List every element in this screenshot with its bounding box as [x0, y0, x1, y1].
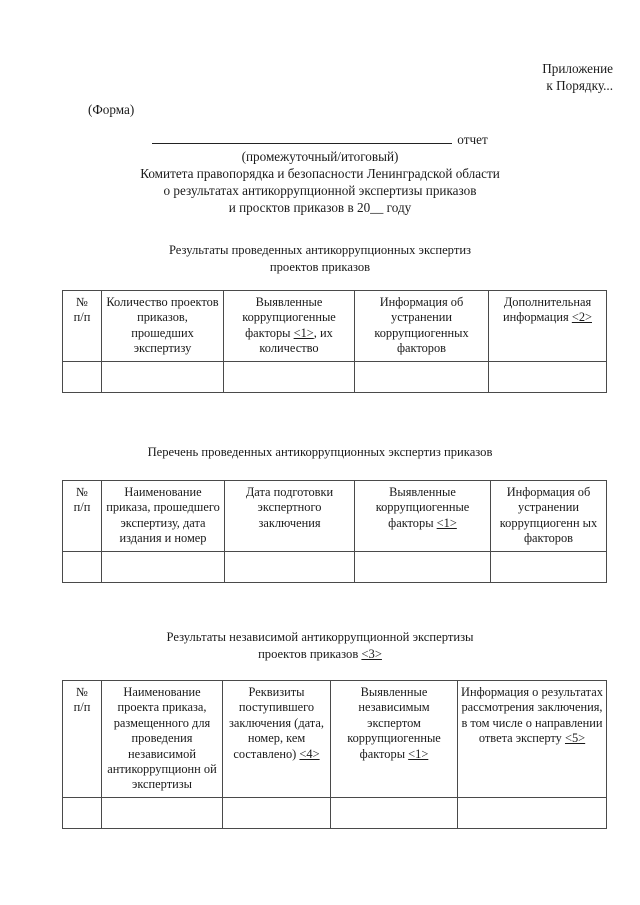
- col-header-conclusion-date: Дата подготовки экспертного заключения: [224, 480, 355, 552]
- col-header-expert-detected-factors: Выявленные независимым экспертом коррупц…: [330, 680, 458, 798]
- col-header-detected-factors-suffix: , их количество: [259, 325, 333, 356]
- table-row[interactable]: [62, 550, 607, 583]
- section-2-caption-line-1: Перечень проведенных антикоррупционных э…: [147, 445, 493, 459]
- cell-expert-detected-factors[interactable]: [330, 796, 458, 829]
- col-header-review-results: Информация о результатах рассмотрения за…: [457, 680, 607, 798]
- col-header-detected-factors-text: Выявленные коррупциогенные факторы: [242, 295, 336, 340]
- col-header-count-of-drafts: Количество проектов приказов, прошедших …: [101, 290, 224, 362]
- section-1-caption-line-2: проектов приказов: [269, 259, 371, 274]
- footnote-ref-1: <1>: [436, 515, 457, 530]
- cell-elimination-info[interactable]: [490, 550, 607, 583]
- col-header-order-name: Наименование приказа, прошедшего эксперт…: [101, 480, 225, 552]
- report-title-line-2: о результатах антикоррупционной эксперти…: [163, 183, 477, 198]
- appendix-header: Приложение к Порядку...: [542, 60, 613, 94]
- cell-conclusion-date[interactable]: [224, 550, 355, 583]
- report-fill-line: отчет: [0, 131, 640, 148]
- cell-conclusion-details[interactable]: [222, 796, 331, 829]
- col-header-detected-factors-text: Выявленные коррупциогенные факторы: [375, 485, 470, 530]
- report-subtitle: (промежуточный/итоговый): [241, 149, 399, 164]
- report-title-line-1: Комитета правопорядка и безопасности Лен…: [140, 166, 500, 181]
- col-header-detected-factors: Выявленные коррупциогенные факторы <1>, …: [223, 290, 355, 362]
- footnote-ref-2: <2>: [571, 310, 592, 325]
- section-2-caption: Перечень проведенных антикоррупционных э…: [0, 444, 640, 461]
- section-3-caption-line-1: Результаты независимой антикоррупционной…: [166, 630, 474, 644]
- cell-detected-factors[interactable]: [354, 550, 491, 583]
- col-header-conclusion-details-text: Реквизиты поступившего заключения (дата,…: [229, 685, 324, 761]
- appendix-line-2: к Порядку...: [546, 78, 613, 93]
- report-title-block: отчет (промежуточный/итоговый) Комитета …: [0, 131, 640, 216]
- cell-detected-factors[interactable]: [223, 360, 355, 393]
- cell-elimination-info[interactable]: [354, 360, 489, 393]
- section-3-caption-line-2: проектов приказов <3>: [0, 646, 640, 663]
- cell-number[interactable]: [62, 550, 102, 583]
- col-header-additional-info: Дополнительная информация <2>: [488, 290, 607, 362]
- cell-review-results[interactable]: [457, 796, 607, 829]
- footnote-ref-3: <3>: [361, 646, 382, 661]
- cell-number[interactable]: [62, 360, 102, 393]
- report-word: отчет: [457, 132, 488, 147]
- table-row[interactable]: [62, 796, 607, 829]
- footnote-ref-5: <5>: [564, 731, 586, 746]
- section-1-caption: Результаты проведенных антикоррупционных…: [0, 242, 640, 275]
- col-header-elimination-info: Информация об устранении коррупциогенн ы…: [490, 480, 607, 552]
- col-header-elimination-info: Информация об устранении коррупциогенных…: [354, 290, 489, 362]
- col-header-review-results-text: Информация о результатах рассмотрения за…: [461, 685, 603, 746]
- section-1-caption-line-1: Результаты проведенных антикоррупционных…: [168, 243, 472, 257]
- col-header-conclusion-details: Реквизиты поступившего заключения (дата,…: [222, 680, 331, 798]
- report-title-line-3: и просктов приказов в 20__ году: [228, 200, 412, 215]
- cell-draft-name[interactable]: [101, 796, 223, 829]
- col-header-expert-detected-factors-text: Выявленные независимым экспертом коррупц…: [347, 685, 441, 761]
- col-header-draft-name: Наименование проекта приказа, размещенно…: [101, 680, 223, 798]
- cell-order-name[interactable]: [101, 550, 225, 583]
- table-row[interactable]: [62, 360, 607, 393]
- cell-additional-info[interactable]: [488, 360, 607, 393]
- appendix-line-1: Приложение: [542, 61, 613, 76]
- col-header-additional-info-text: Дополнительная информация: [503, 295, 592, 325]
- footnote-ref-1: <1>: [293, 325, 314, 340]
- col-header-detected-factors: Выявленные коррупциогенные факторы <1>: [354, 480, 491, 552]
- blank-fill-rule: [152, 132, 453, 144]
- section-3-caption-line-2-text: проектов приказов: [258, 646, 359, 661]
- cell-number[interactable]: [62, 796, 102, 829]
- section-3-caption: Результаты независимой антикоррупционной…: [0, 629, 640, 662]
- cell-count-of-drafts[interactable]: [101, 360, 224, 393]
- footnote-ref-4: <4>: [299, 746, 320, 761]
- footnote-ref-1: <1>: [408, 746, 429, 761]
- form-label: (Форма): [88, 102, 135, 117]
